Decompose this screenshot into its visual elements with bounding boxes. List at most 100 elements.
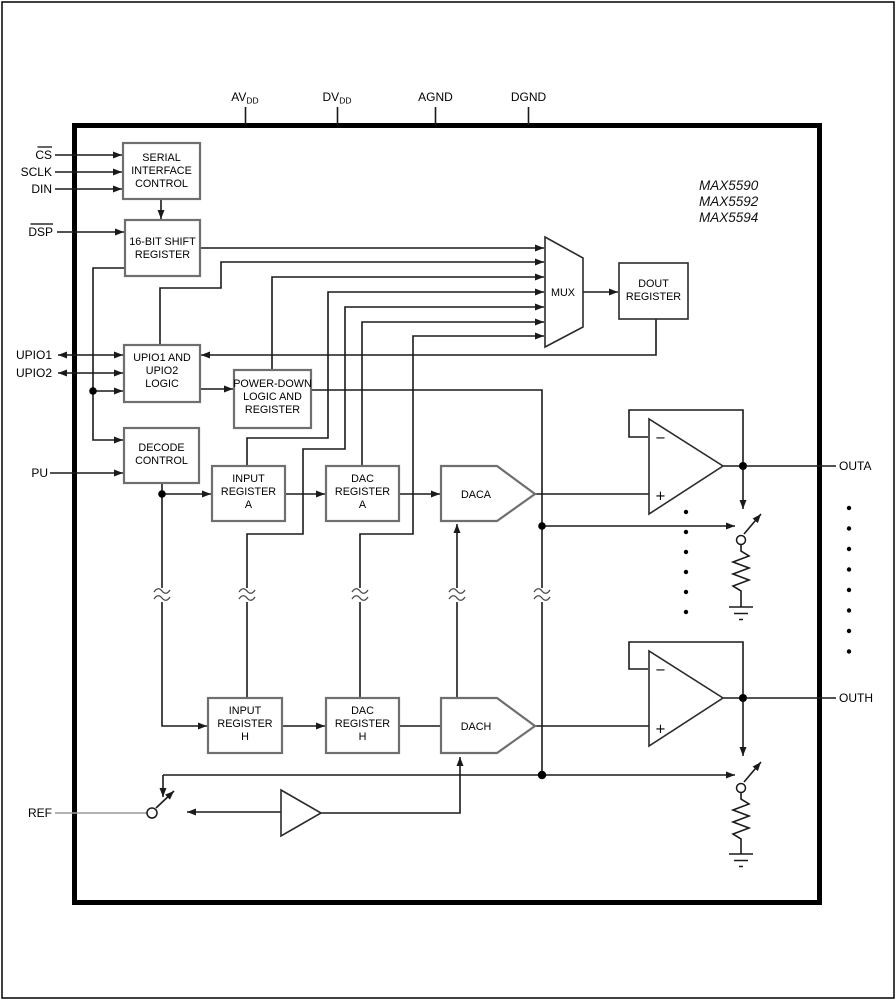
wire-mux-in-7-upper xyxy=(359,332,544,588)
block-label: REGISTER xyxy=(217,718,272,730)
junction-dot xyxy=(739,694,747,702)
wire-mux-in-3 xyxy=(271,273,544,370)
ellipsis-dot xyxy=(683,569,689,575)
part-number-3: MAX5594 xyxy=(699,210,758,225)
pin-label-dsp: DSP xyxy=(28,225,53,239)
break-icon xyxy=(153,588,171,601)
blocks: SERIAL INTERFACE CONTROL 16-BIT SHIFT RE… xyxy=(121,141,689,755)
ellipsis-dot xyxy=(846,587,852,593)
resistor-a xyxy=(730,544,752,607)
block-label: LOGIC AND xyxy=(243,391,302,403)
block-label: H xyxy=(241,731,249,743)
junction-dot xyxy=(739,462,747,470)
ellipsis-dot xyxy=(846,608,852,613)
block-label: REGISTER xyxy=(626,291,681,303)
channel-ellipsis-outer xyxy=(846,505,852,654)
ellipsis-dot xyxy=(683,529,689,535)
ellipsis-dot xyxy=(846,567,852,572)
block-label: UPIO1 AND xyxy=(133,352,191,364)
block-label: DECODE xyxy=(138,442,184,454)
opamp-a xyxy=(648,417,725,516)
block-label: CONTROL xyxy=(135,455,188,467)
dac-register-h-block xyxy=(324,696,401,755)
ellipsis-dot xyxy=(846,649,852,654)
switch-h-contact xyxy=(735,782,747,794)
ellipsis-dot xyxy=(683,589,689,595)
pin-label-outa: OUTA xyxy=(839,459,871,473)
block-label: REGISTER xyxy=(335,486,390,498)
mux-block xyxy=(544,235,584,349)
pin-label-upio2: UPIO2 xyxy=(16,366,52,380)
pin-label-dgnd: DGND xyxy=(511,90,547,104)
block-label: LOGIC xyxy=(145,378,179,390)
block-label: REGISTER xyxy=(245,404,300,416)
power-down-block xyxy=(232,368,313,430)
block-label: CONTROL xyxy=(135,178,188,190)
block-label: REGISTER xyxy=(221,486,276,498)
opamp-h-plus: + xyxy=(655,722,666,737)
part-numbers: MAX5590 MAX5592 MAX5594 xyxy=(699,178,759,225)
part-number-1: MAX5590 xyxy=(699,178,759,193)
decode-control-block xyxy=(122,426,201,485)
opamp-h xyxy=(648,649,725,748)
dach-block xyxy=(439,696,537,755)
block-label: H xyxy=(359,731,367,743)
resistor-h xyxy=(730,792,752,854)
block-label: POWER-DOWN xyxy=(233,378,312,390)
break-icon xyxy=(351,588,369,601)
wire-mux-in-6 xyxy=(361,318,544,466)
pin-label-sclk: SCLK xyxy=(21,165,52,179)
junction-dot xyxy=(537,770,547,780)
wire-mux-in-2 xyxy=(159,258,544,345)
pin-label-upio1: UPIO1 xyxy=(16,348,52,362)
output-termination-a xyxy=(729,513,762,621)
dac-register-a-block xyxy=(324,464,401,523)
wire-opamph-feedback xyxy=(628,641,744,698)
wire-powerdown-rail-upper xyxy=(311,389,543,588)
channel-ellipsis-inner xyxy=(683,509,689,615)
pin-label-dvdd: DVDD xyxy=(323,90,352,106)
break-icon xyxy=(533,588,551,601)
ellipsis-dot xyxy=(683,609,689,615)
ground-a-icon xyxy=(729,606,753,621)
block-label: MUX xyxy=(551,287,575,299)
wiring xyxy=(50,151,836,816)
pin-label-ref: REF xyxy=(28,806,52,820)
pin-label-avdd: AVDD xyxy=(231,90,258,106)
output-termination-h xyxy=(729,761,762,868)
ref-switch-blade xyxy=(155,790,175,809)
dout-register-block xyxy=(618,262,689,320)
ellipsis-dot xyxy=(846,546,852,552)
block-label: DAC xyxy=(351,705,374,717)
opamp-h-minus: − xyxy=(655,663,666,678)
block-label: SERIAL xyxy=(142,152,180,164)
wire-dout-feedback xyxy=(201,319,657,359)
left-pins: CS SCLK DIN DSP UPIO1 UPIO2 PU REF xyxy=(16,146,53,820)
line-break-symbols xyxy=(153,588,551,601)
switch-a-blade xyxy=(743,513,762,535)
block-label: DAC xyxy=(351,473,374,485)
ellipsis-dot xyxy=(683,509,689,515)
opamp-a-minus: − xyxy=(655,431,666,446)
wire-shift-to-decode xyxy=(92,267,125,444)
switch-a-contact xyxy=(735,534,747,546)
wire-decode-to-inputh xyxy=(161,602,207,730)
ref-switch-contact xyxy=(146,807,158,819)
wire-mux-in-5-upper xyxy=(246,303,544,588)
right-pins: OUTA OUTH xyxy=(839,459,873,705)
wire-refbuffer-to-dach xyxy=(321,757,464,814)
wire-mux-in-4 xyxy=(246,288,544,466)
block-label: DACH xyxy=(461,721,492,733)
chip-border xyxy=(72,123,822,905)
block-label: INPUT xyxy=(229,705,262,717)
block-label: A xyxy=(359,499,367,511)
junctions xyxy=(89,387,747,780)
junction-dot xyxy=(538,522,546,530)
switch-h-blade xyxy=(743,761,762,783)
break-icon xyxy=(238,588,256,601)
pin-label-din: DIN xyxy=(31,182,52,196)
ref-buffer xyxy=(280,788,323,838)
